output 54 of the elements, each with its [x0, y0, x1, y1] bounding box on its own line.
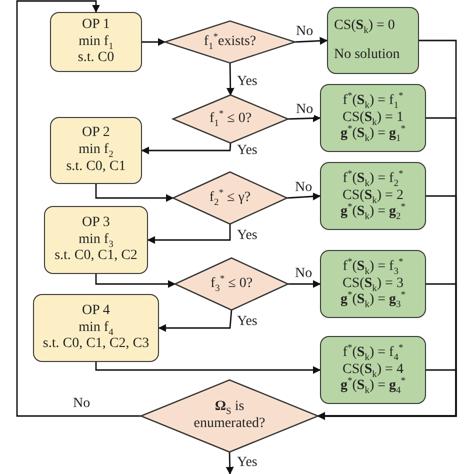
node-text: CS(S$_{k}$) = 2	[342, 188, 404, 204]
edge-label: No	[294, 180, 314, 196]
process-box	[44, 206, 148, 274]
node-text: Ω$_{S}$ is enumerated?	[192, 399, 266, 433]
arrow	[141, 142, 232, 154]
process-box	[50, 12, 142, 72]
node-text: f$_{2}$$^{*}$ ≤ γ?	[209, 190, 251, 206]
decision-diamond	[173, 172, 287, 224]
node-text: f$_{3}$$^{*}$ ≤ 0?	[210, 276, 253, 292]
arrow	[158, 310, 232, 332]
arrow	[226, 452, 234, 474]
arrow	[95, 274, 176, 288]
process-box	[33, 294, 159, 362]
node-text: s.t. C0, C1, C2	[54, 248, 138, 266]
node-text: OP 2	[82, 125, 110, 142]
arrow	[288, 280, 321, 288]
arrow	[95, 362, 321, 374]
arrow	[226, 62, 234, 96]
result-box	[320, 250, 426, 318]
decision-diamond	[165, 21, 295, 63]
result-box	[327, 7, 419, 74]
process-box	[50, 117, 142, 184]
node-text: min f$_{4}$	[78, 320, 114, 336]
node-text: s.t. C0, C1	[66, 158, 126, 176]
node-text: CS(S$_{k}$) = 3	[342, 276, 404, 292]
decision-diamond	[173, 95, 288, 143]
node-text: s.t. C0	[78, 50, 114, 68]
node-text: s.t. C0, C1, C2, C3	[42, 336, 150, 354]
arrow	[286, 192, 321, 200]
node-text: CS(S$_{k}$) = 1	[342, 110, 404, 126]
arrow	[317, 369, 457, 420]
node-text: CS(S$_{k}$) = 0	[334, 18, 395, 34]
arrow	[16, 0, 141, 417]
arrow	[294, 36, 328, 45]
node-text: min f$_{2}$	[78, 142, 114, 159]
arrow	[288, 114, 321, 122]
node-text: CS(S$_{k}$) = 4	[342, 362, 404, 378]
decision-diamond	[141, 380, 318, 452]
node-text: OP 1	[82, 16, 110, 34]
node-text: min f$_{1}$	[78, 34, 114, 50]
node-text: OP 4	[82, 302, 110, 320]
node-text: f$_{1}$$^{*}$exists?	[204, 34, 256, 50]
result-box	[320, 162, 426, 230]
node-text: f$_{1}$$^{*}$ ≤ 0?	[209, 110, 252, 128]
arrow	[147, 224, 231, 244]
node-text: OP 3	[82, 214, 110, 232]
edge-label: No	[295, 102, 314, 118]
node-text: min f$_{3}$	[78, 232, 114, 248]
arrow	[142, 38, 166, 46]
result-box	[320, 84, 426, 152]
result-box	[320, 336, 426, 404]
arrow	[95, 184, 174, 202]
decision-diamond	[175, 258, 288, 310]
node-text: No solution	[334, 46, 400, 64]
